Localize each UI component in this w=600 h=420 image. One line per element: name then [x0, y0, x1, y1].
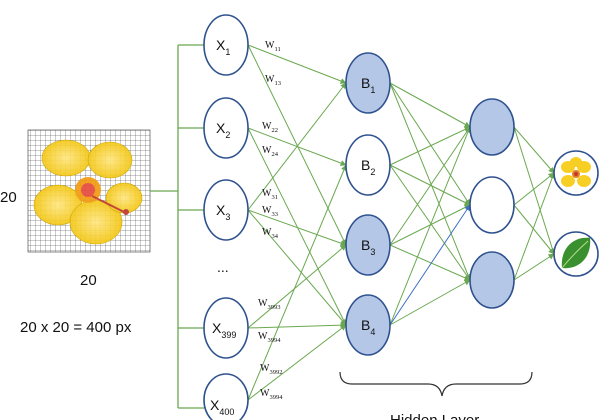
- connection-edge: [389, 244, 471, 281]
- pixel-count-equation: 20 x 20 = 400 px: [20, 319, 132, 336]
- input-layer: X1 X2 X3 ... X399 X400: [203, 14, 249, 420]
- input-image: [27, 129, 151, 253]
- node-base: X: [216, 120, 226, 136]
- flower-icon: [553, 150, 599, 196]
- connection-edge: [513, 172, 555, 281]
- weight-labels: W11 W13 W22 W24 W31 W33 W34 W3993 W3994 …: [258, 40, 283, 401]
- weight-w3994: W3994: [258, 331, 281, 344]
- svg-text:X400: X400: [210, 397, 234, 417]
- connection-edge: [389, 126, 471, 166]
- svg-text:B2: B2: [361, 157, 375, 177]
- connection-edge: [389, 279, 471, 326]
- hidden-layer-b: B1 B2 B3 B4: [345, 52, 391, 356]
- hidden-node-b1: B1: [345, 52, 391, 114]
- node-base: X: [216, 37, 226, 53]
- weight-w13: W13: [265, 74, 281, 87]
- connection-edge: [389, 126, 471, 326]
- connection-edge: [247, 322, 347, 329]
- svg-text:X1: X1: [216, 37, 230, 57]
- output-layer: [553, 150, 599, 277]
- svg-text:B1: B1: [361, 75, 375, 95]
- hidden-layer-label: Hidden Layer: [390, 412, 479, 420]
- node-sub: 399: [221, 330, 236, 340]
- connection-edge: [247, 127, 347, 326]
- hidden-layer-2: [469, 98, 515, 309]
- connection-edge: [389, 126, 471, 246]
- svg-text:X3: X3: [216, 202, 230, 222]
- node-base: X: [210, 397, 220, 413]
- input-bracket: [150, 44, 204, 409]
- connection-edge: [513, 172, 555, 206]
- input-to-hidden-connections: [247, 44, 347, 401]
- svg-text:X2: X2: [216, 120, 230, 140]
- weight-w24: W24: [262, 145, 279, 158]
- connection-edge: [247, 209, 347, 326]
- node-sub: 2: [225, 130, 230, 140]
- node-sub: 3: [225, 212, 230, 222]
- hidden-layer-brace: [339, 371, 533, 397]
- weight-w33: W33: [262, 205, 278, 218]
- leaf-icon: [553, 231, 599, 277]
- hidden-node-b3: B3: [345, 214, 391, 276]
- input-node-x399: X399: [203, 297, 249, 359]
- weight-w11: W11: [265, 40, 281, 53]
- input-ellipsis: ...: [217, 259, 229, 275]
- image-height-label: 20: [0, 189, 17, 206]
- connection-edge: [389, 204, 471, 326]
- connection-edge: [389, 164, 471, 281]
- hidden2-node-1: [469, 98, 515, 156]
- connection-edge: [513, 126, 556, 255]
- node-sub: 400: [219, 407, 234, 417]
- svg-text:B3: B3: [361, 237, 375, 257]
- hidden-to-output-connections: [513, 126, 556, 281]
- node-base: X: [212, 320, 222, 336]
- weight-w3994-b: W3994: [260, 388, 283, 401]
- input-node-x1: X1: [203, 14, 249, 76]
- weight-w3993: W3993: [258, 298, 280, 311]
- weight-w3992: W3992: [260, 363, 282, 376]
- hidden-node-b4: B4: [345, 294, 391, 356]
- node-sub: 1: [225, 47, 230, 57]
- connection-edge: [247, 209, 347, 247]
- weight-w34: W34: [262, 227, 279, 240]
- connection-edge: [389, 82, 471, 281]
- hidden2-node-2: [469, 176, 515, 234]
- connection-edge: [247, 44, 347, 246]
- hidden2-node-3: [469, 251, 515, 309]
- node-base: X: [216, 202, 226, 218]
- weight-w31: W31: [262, 188, 278, 201]
- connection-edge: [247, 324, 347, 401]
- connection-edge: [513, 253, 555, 281]
- flower-image: [33, 139, 143, 245]
- input-node-x400: X400: [203, 373, 249, 420]
- svg-text:B4: B4: [361, 317, 375, 337]
- hidden-node-b2: B2: [345, 134, 391, 196]
- input-node-x2: X2: [203, 97, 249, 159]
- connection-edge: [389, 164, 471, 206]
- weight-w22: W22: [262, 121, 278, 134]
- image-width-label: 20: [80, 272, 97, 289]
- connection-edge: [247, 44, 347, 84]
- connection-edge: [389, 82, 471, 206]
- connection-edge: [513, 126, 555, 174]
- hidden-to-hidden-connections: [389, 82, 471, 326]
- connection-edge: [513, 204, 555, 255]
- connection-edge: [247, 82, 347, 211]
- svg-text:X399: X399: [212, 320, 236, 340]
- input-node-x3: X3: [203, 179, 249, 241]
- connection-edge: [247, 244, 347, 329]
- connection-edge: [389, 82, 471, 128]
- connection-edge: [247, 164, 347, 401]
